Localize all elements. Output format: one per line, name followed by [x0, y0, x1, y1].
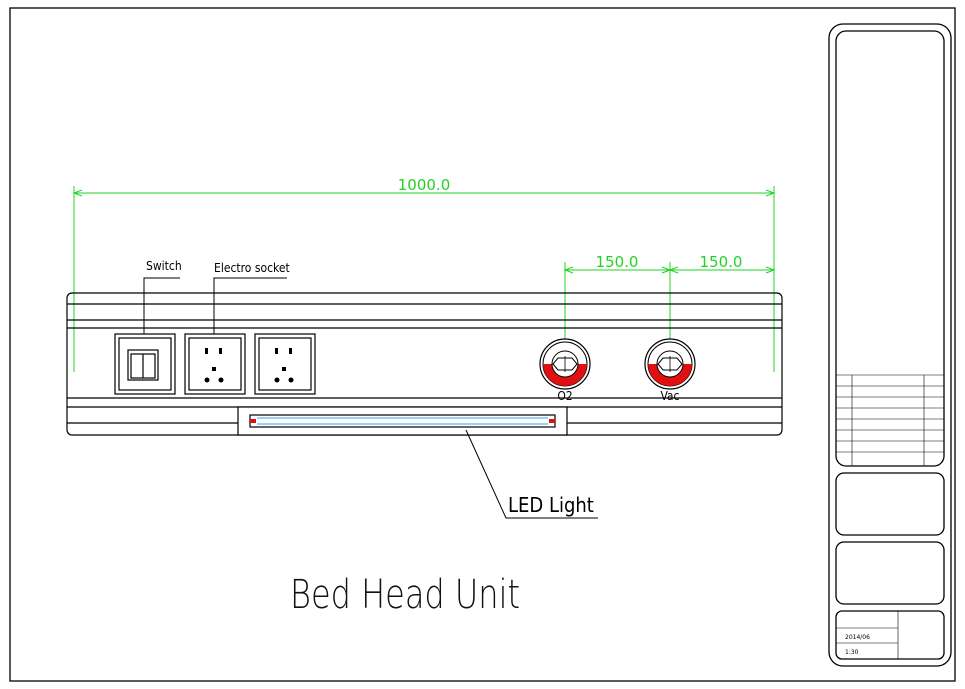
dimension-gas-spacing — [563, 262, 776, 362]
leader-lines — [143, 277, 598, 519]
electro-socket-2 — [254, 333, 316, 395]
dimension-overall-label: 1000.0 — [398, 176, 451, 194]
led-light-label: LED Light — [508, 493, 594, 517]
switch-box — [114, 333, 176, 395]
title-block-scale: 1:30 — [845, 649, 859, 656]
socket-pins-2 — [274, 348, 294, 383]
electro-socket-1 — [184, 333, 246, 395]
bed-head-panel — [66, 292, 783, 436]
dimension-overall — [72, 186, 776, 372]
socket-pins-1 — [204, 348, 224, 383]
o2-outlet — [539, 338, 591, 390]
drawing-title: Bed Head Unit — [290, 572, 520, 618]
title-block — [828, 23, 952, 667]
title-block-date: 2014/06 — [845, 634, 870, 641]
led-tube — [250, 417, 555, 425]
vac-outlet — [644, 338, 696, 390]
dimension-o2-vac-label: 150.0 — [596, 253, 639, 271]
electro-socket-label: Electro socket — [214, 261, 290, 275]
drawing-frame — [9, 7, 956, 682]
o2-label: O2 — [557, 389, 572, 403]
vac-label: Vac — [660, 389, 679, 403]
led-light-housing — [237, 406, 568, 436]
title-block-table — [836, 374, 944, 659]
dimension-vac-end-label: 150.0 — [700, 253, 743, 271]
switch-label: Switch — [146, 259, 182, 273]
